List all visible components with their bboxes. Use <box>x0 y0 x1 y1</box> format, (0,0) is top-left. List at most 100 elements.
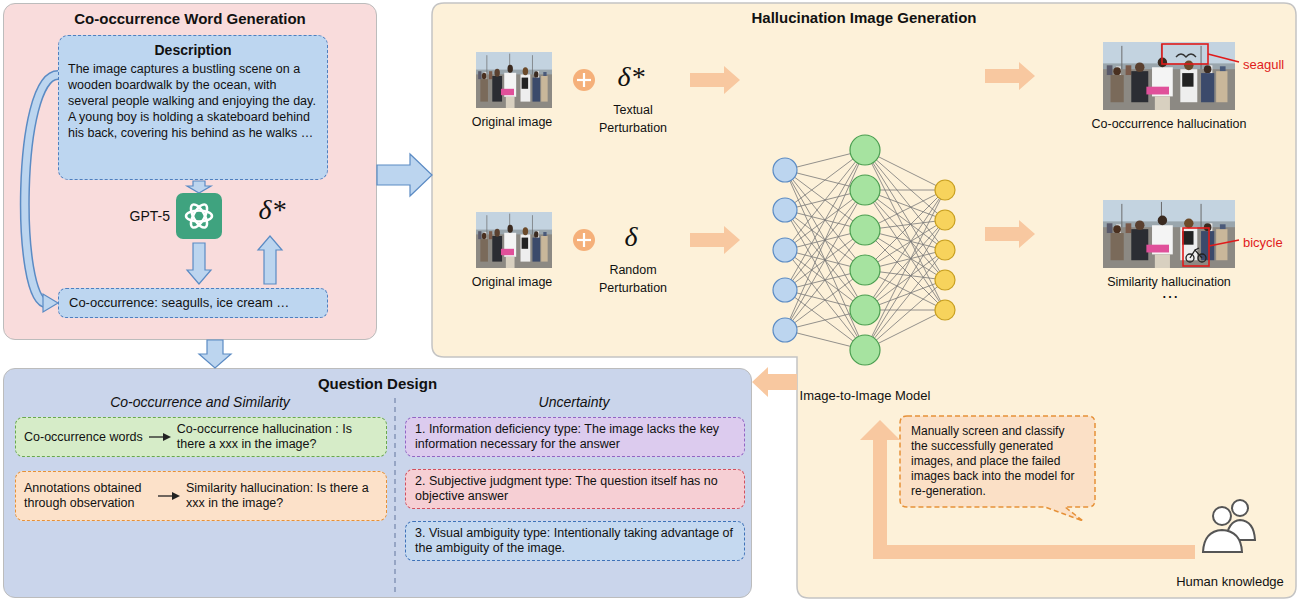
network-edge <box>785 150 945 350</box>
gpt-icon <box>188 202 211 230</box>
panel-title: Question Design <box>4 369 751 393</box>
network-node <box>773 278 797 302</box>
uncertainty-box: 2. Subjective judgment type: The questio… <box>405 469 745 509</box>
small-arrow <box>163 433 171 441</box>
image-caption: Textual Perturbation <box>599 103 667 135</box>
block-arrow <box>860 420 1195 559</box>
label-anchor: δ <box>606 222 656 252</box>
bubble-outline <box>900 416 1095 521</box>
plus-symbol <box>573 69 595 91</box>
math-symbol: δ* <box>258 194 285 225</box>
label-anchor: Random Perturbation <box>588 260 678 296</box>
connector-body <box>25 75 58 303</box>
network-node <box>850 175 880 205</box>
co-occurrence-box: Co-occurrence: seagulls, ice cream … <box>58 288 328 318</box>
human-icon <box>1203 500 1255 552</box>
block-arrow <box>187 181 211 193</box>
highlight-box <box>1208 54 1239 62</box>
label-anchor: δ* <box>250 195 294 225</box>
block-arrow <box>752 367 797 397</box>
question-box: Co-occurrence words Co-occurrence halluci… <box>15 417 387 457</box>
divider <box>394 398 395 592</box>
label-anchor: Original image <box>462 112 562 130</box>
photo <box>476 52 552 108</box>
network-edge <box>865 150 945 350</box>
image-caption: Original image <box>472 115 553 129</box>
highlight-box <box>1162 44 1239 266</box>
network-node <box>850 135 880 365</box>
connector <box>199 340 231 368</box>
image-caption: Random Perturbation <box>599 263 667 295</box>
gpt-icon <box>188 202 211 230</box>
math-symbol: δ <box>624 221 637 252</box>
description-text: The image captures a bustling scene on a… <box>68 61 318 141</box>
network-node <box>773 238 797 262</box>
column-heading: Uncertainty <box>539 394 610 410</box>
highlight-box <box>1183 228 1209 266</box>
source-text: Annotations obtained through observation <box>24 481 152 511</box>
math-symbol: δ* <box>617 61 644 92</box>
label-anchor: Co-occurrence hallucination <box>1090 114 1248 132</box>
network-node <box>935 210 955 230</box>
small-arrow <box>149 436 165 437</box>
network-node <box>850 295 880 325</box>
human-icon <box>1232 500 1248 516</box>
plus-symbol <box>577 73 591 247</box>
network-node <box>935 180 955 200</box>
box-heading: Description <box>68 41 318 59</box>
block-arrow <box>199 340 231 368</box>
seagull-mark <box>1176 54 1196 57</box>
photo <box>476 42 1235 268</box>
network-node <box>773 318 797 342</box>
bicycle-mark <box>1190 248 1202 258</box>
model-name: GPT-5 <box>130 208 170 224</box>
object-tag: bicycle <box>1243 235 1283 250</box>
label-anchor: Human knowledge <box>1165 572 1295 590</box>
plus-symbol <box>573 229 595 251</box>
small-arrow <box>172 492 180 500</box>
network-node <box>935 180 955 320</box>
network-node <box>935 270 955 290</box>
description-box: DescriptionThe image captures a bustling… <box>58 35 328 180</box>
network-node <box>850 135 880 165</box>
block-arrow <box>690 226 740 254</box>
small-arrow <box>148 432 172 442</box>
network-node <box>773 135 955 365</box>
plus-symbol <box>583 233 585 247</box>
panel-title: Hallucination Image Generation <box>432 3 1296 27</box>
network-node <box>773 198 797 222</box>
speech-bubble: Manually screen and classify the success… <box>900 416 1095 521</box>
block-arrow <box>187 243 211 284</box>
label-anchor: Uncertainty <box>404 393 744 411</box>
question-text: Co-occurrence hallucination : Is there a… <box>177 422 378 452</box>
photo <box>1103 42 1235 110</box>
column-heading: Co-occurrence and Similarity <box>110 394 290 410</box>
block-arrow <box>985 62 1035 90</box>
highlight-box <box>1162 44 1208 64</box>
block-arrow <box>258 236 282 284</box>
label-anchor: Textual Perturbation <box>588 100 678 136</box>
model-caption: Image-to-Image Model <box>800 388 931 403</box>
label-anchor: Co-occurrence and Similarity <box>14 393 386 411</box>
label-anchor: Original image <box>462 272 562 290</box>
panel-title: Co-occurrence Word Generation <box>4 4 376 28</box>
block-arrow <box>985 220 1035 248</box>
human-icon <box>1213 507 1231 525</box>
gpt-icon <box>176 193 222 239</box>
co-occurrence-text: Co-occurrence: seagulls, ice cream … <box>69 295 289 311</box>
gpt-icon <box>186 211 212 222</box>
human-caption: Human knowledge <box>1176 574 1284 589</box>
block-arrow <box>690 66 740 94</box>
label-anchor: bicycle <box>1243 233 1297 251</box>
arrow-head <box>43 294 58 312</box>
uncertainty-box: 1. Information deficiency type: The imag… <box>405 417 745 457</box>
connector-outline <box>25 75 58 303</box>
source-text: Co-occurrence words <box>24 430 143 445</box>
block-arrow <box>377 154 432 196</box>
highlight-box <box>1209 240 1239 246</box>
gpt-icon <box>176 193 222 239</box>
image-caption: Co-occurrence hallucination <box>1092 117 1247 131</box>
plus-symbol <box>583 73 585 87</box>
seagull-mark <box>1176 54 1196 57</box>
question-text: Similarity hallucination: Is there a xxx… <box>186 481 378 511</box>
